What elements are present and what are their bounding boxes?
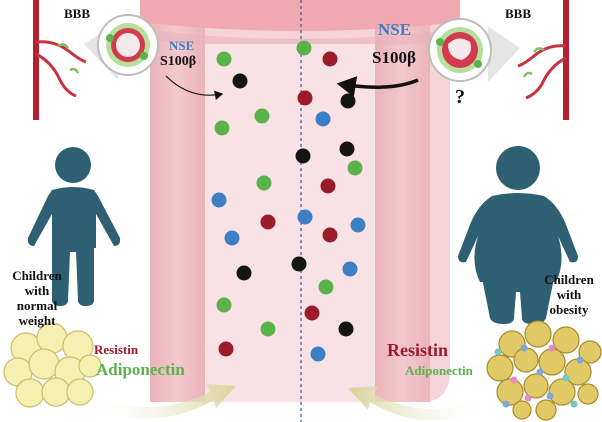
nse-molecule [211, 192, 227, 208]
nse-label-right: NSE [378, 20, 412, 39]
resistin-molecule [218, 341, 234, 357]
bbb-arrow-left [165, 75, 224, 101]
bbb-label-left: BBB [64, 6, 91, 21]
resistin-molecule [322, 51, 338, 67]
adiponectin-molecule [214, 120, 230, 136]
secretion-arrow-right [348, 386, 492, 421]
adiponectin-label-left: Adiponectin [96, 360, 185, 379]
adipose-tissue-obesity [486, 320, 602, 421]
s100b-molecule [232, 73, 248, 89]
bbb-capillary-left [33, 0, 159, 120]
resistin-molecule [322, 227, 338, 243]
nse-molecule [224, 230, 240, 246]
adiponectin-molecule [254, 108, 270, 124]
s100b-label-left: S100β [160, 54, 197, 69]
s100b-molecule [338, 321, 354, 337]
s100b-label-right: S100β [372, 48, 416, 67]
resistin-label-left: Resistin [94, 342, 139, 357]
child-obesity-figure [458, 146, 578, 324]
secretion-arrow-left [86, 384, 236, 419]
nse-molecule [315, 111, 331, 127]
children-normal-line-3: normal [16, 298, 58, 313]
bbb-arrow-right [336, 76, 419, 97]
nse-label-left: NSE [169, 38, 195, 53]
nse-molecule [310, 346, 326, 362]
question-mark: ? [455, 86, 465, 108]
children-normal-line-2: with [24, 283, 50, 298]
resistin-label-right: Resistin [387, 340, 449, 360]
adiponectin-molecule [216, 51, 232, 67]
adiponectin-label-right: Adiponectin [405, 363, 473, 378]
adiponectin-molecule [256, 175, 272, 191]
children-normal-line-1: Children [12, 268, 62, 283]
adiponectin-molecule [318, 279, 334, 295]
molecules [211, 40, 366, 362]
s100b-molecule [340, 93, 356, 109]
bbb-capillary-right [428, 0, 569, 120]
adipose-tissue-normal [3, 322, 102, 408]
s100b-molecule [339, 141, 355, 157]
s100b-molecule [236, 265, 252, 281]
adiponectin-molecule [347, 160, 363, 176]
adiponectin-molecule [296, 40, 312, 56]
resistin-molecule [297, 90, 313, 106]
s100b-molecule [295, 148, 311, 164]
children-obesity-label: Children with obesity [536, 272, 602, 317]
children-obesity-line-3: obesity [549, 302, 589, 317]
child-normal-weight-figure [27, 147, 121, 306]
adiponectin-molecule [216, 297, 232, 313]
nse-molecule [297, 209, 313, 225]
adiponectin-molecule [260, 321, 276, 337]
children-normal-line-4: weight [18, 313, 56, 328]
resistin-molecule [320, 178, 336, 194]
children-obesity-line-1: Children [544, 272, 594, 287]
bbb-label-right: BBB [505, 6, 532, 21]
nse-molecule [342, 261, 358, 277]
children-normal-weight-label: Children with normal weight [4, 268, 70, 328]
resistin-molecule [304, 305, 320, 321]
children-obesity-line-2: with [556, 287, 582, 302]
nse-molecule [350, 217, 366, 233]
resistin-molecule [260, 214, 276, 230]
s100b-molecule [291, 256, 307, 272]
